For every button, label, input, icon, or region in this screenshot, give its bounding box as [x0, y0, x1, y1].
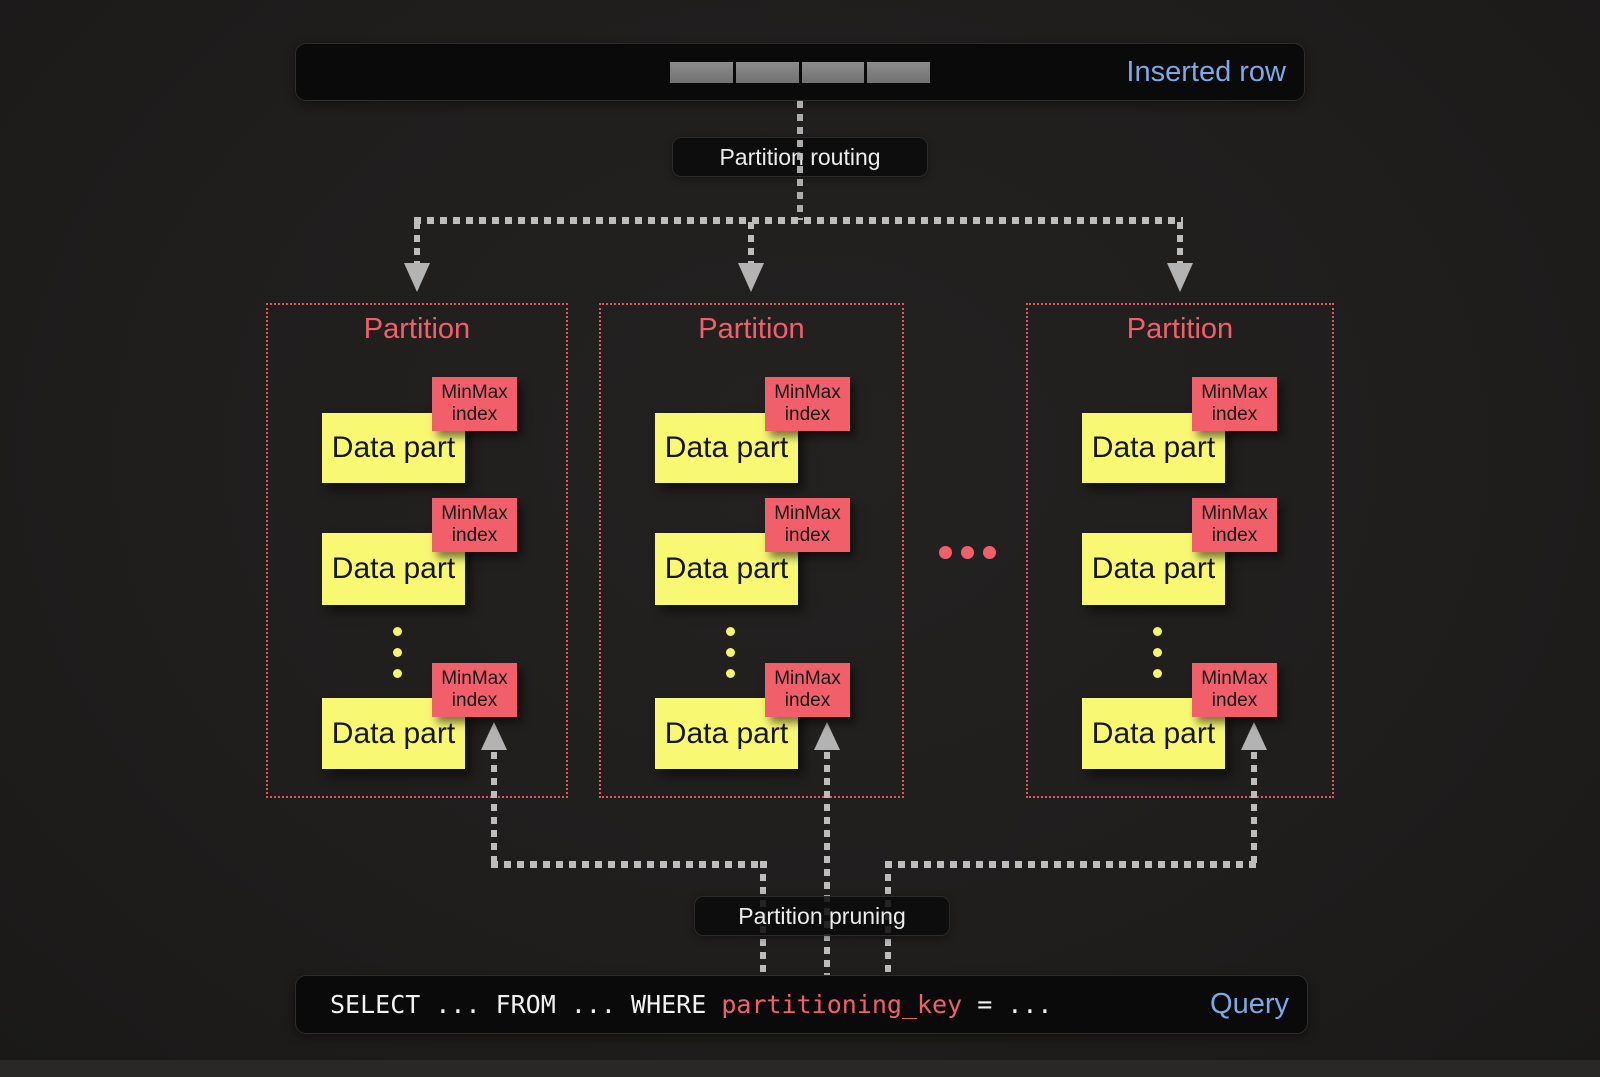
down-arrow-icon [404, 263, 430, 292]
query-label: Query [1210, 988, 1289, 1020]
row-cell [801, 62, 865, 83]
partition-title: Partition [1126, 313, 1234, 345]
ellipsis-dot [1152, 648, 1162, 657]
partition-box-left: Partition MinMax index Data part MinMax … [266, 303, 568, 798]
row-cell [670, 62, 733, 83]
minmax-index-tag: MinMax index [1192, 498, 1277, 552]
down-arrow-icon [738, 263, 764, 292]
pruning-label-text: Partition pruning [738, 902, 906, 929]
sql-head: SELECT ... FROM ... WHERE [330, 990, 722, 1019]
data-part-card: Data part [655, 533, 798, 605]
pruning-line-right [1251, 752, 1257, 864]
pruning-line-left [491, 752, 497, 864]
minmax-index-tag: MinMax index [432, 663, 517, 717]
data-part-card: Data part [655, 413, 798, 483]
ellipsis-dot [725, 648, 735, 657]
partition-title: Partition [363, 313, 471, 345]
pruning-line-middle [824, 752, 830, 975]
minmax-index-tag: MinMax index [1192, 663, 1277, 717]
sql-tail: = ... [962, 990, 1053, 1019]
ellipsis-dot [961, 546, 974, 559]
minmax-index-tag: MinMax index [432, 377, 517, 431]
branch-drop-right [1177, 222, 1183, 264]
down-arrow-icon [1167, 263, 1193, 292]
minmax-index-tag: MinMax index [432, 498, 517, 552]
partition-box-middle: Partition MinMax index Data part MinMax … [599, 303, 904, 798]
minmax-index-tag: MinMax index [1192, 377, 1277, 431]
branch-line-horizontal [414, 217, 1183, 224]
inserted-row-box: Inserted row [295, 43, 1305, 101]
routing-connector-stub [797, 101, 803, 220]
branch-drop-middle [748, 222, 754, 264]
sql-partitioning-key: partitioning_key [721, 990, 963, 1019]
ellipsis-dot [939, 546, 952, 559]
pruning-jog-right [885, 861, 1257, 868]
up-arrow-icon [1241, 722, 1267, 750]
row-cell [735, 62, 799, 83]
minmax-index-tag: MinMax index [765, 498, 850, 552]
up-arrow-icon [481, 722, 507, 750]
ellipsis-dot [983, 546, 996, 559]
vertical-ellipsis-icon [388, 627, 406, 678]
minmax-index-tag: MinMax index [765, 663, 850, 717]
row-cell [867, 62, 930, 83]
partition-pruning-label: Partition pruning [694, 896, 950, 936]
inserted-row-label: Inserted row [1126, 55, 1286, 88]
query-sql: SELECT ... FROM ... WHERE partitioning_k… [330, 976, 1052, 1033]
bottom-strip [0, 1060, 1600, 1077]
vertical-ellipsis-icon [1148, 627, 1166, 678]
ellipsis-dot [392, 669, 402, 678]
data-part-card: Data part [1082, 698, 1225, 769]
ellipsis-dot [725, 669, 735, 678]
partition-box-right: Partition MinMax index Data part MinMax … [1026, 303, 1334, 798]
vertical-ellipsis-icon [721, 627, 739, 678]
ellipsis-dot [392, 648, 402, 657]
ellipsis-dot [725, 627, 735, 636]
up-arrow-icon [814, 722, 840, 750]
row-cells [670, 62, 930, 83]
ellipsis-dot [392, 627, 402, 636]
partition-title: Partition [698, 313, 805, 345]
ellipsis-dot [1152, 627, 1162, 636]
minmax-index-tag: MinMax index [765, 377, 850, 431]
pruning-jog-left [491, 861, 767, 868]
ellipsis-dot [1152, 669, 1162, 678]
query-box: SELECT ... FROM ... WHERE partitioning_k… [295, 975, 1308, 1034]
branch-drop-left [414, 222, 420, 264]
more-partitions-ellipsis-icon [939, 546, 996, 559]
